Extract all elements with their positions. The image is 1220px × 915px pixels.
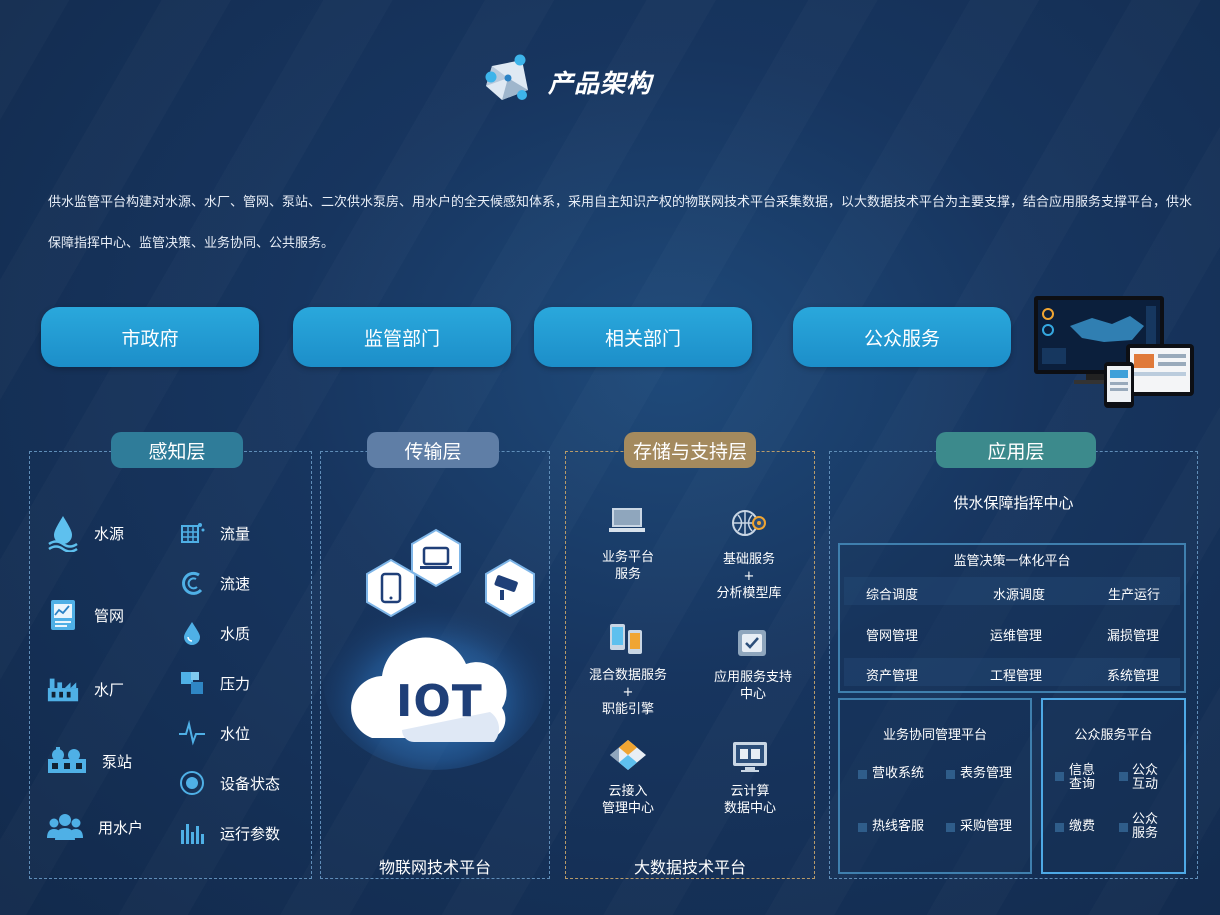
bullet-marker <box>1119 823 1128 832</box>
perception-item-pump-station: 泵站 <box>46 744 132 778</box>
pulse-line-icon <box>178 716 206 750</box>
mobile-devices-icon <box>610 624 642 654</box>
water-drop-icon <box>46 516 80 552</box>
bullet-marker <box>858 823 867 832</box>
perception-label: 水源 <box>94 524 125 543</box>
command-center-label: 供水保障指挥中心 <box>953 494 1074 512</box>
metric-label: 压力 <box>220 674 251 693</box>
public-item-interaction[interactable]: 公众 互动 <box>1132 763 1159 792</box>
metric-label: 水质 <box>220 624 251 643</box>
bullet-marker <box>1055 772 1064 781</box>
perception-metric-pressure: 压力 <box>178 666 250 700</box>
metric-label: 水位 <box>220 724 251 743</box>
perception-metric-water-level: 水位 <box>178 716 250 750</box>
data-center-monitor-icon <box>733 742 767 772</box>
bullet-marker <box>946 823 955 832</box>
decision-cell-engineering[interactable]: 工程管理 <box>989 669 1042 684</box>
pressure-blocks-icon <box>178 666 206 700</box>
public-platform-title: 公众服务平台 <box>1074 728 1153 743</box>
bigdata-platform-label: 大数据技术平台 <box>633 858 746 877</box>
intro-text: 供水监管平台构建对水源、水厂、管网、泵站、二次供水泵房、用水户的全天候感知体系，… <box>48 195 1193 251</box>
public-item-payment[interactable]: 缴费 <box>1069 819 1096 834</box>
decision-cell-network-management[interactable]: 管网管理 <box>865 629 918 644</box>
bullet-marker <box>858 770 867 779</box>
bullet-marker <box>1119 772 1128 781</box>
water-drop-icon <box>178 616 206 650</box>
tablet-chart-icon <box>46 598 80 632</box>
iot-platform-label: 物联网技术平台 <box>378 858 491 877</box>
collab-platform-box <box>838 698 1032 874</box>
perception-metric-velocity: 流速 <box>178 566 250 600</box>
stakeholder-city-government[interactable]: 市政府 <box>41 307 259 367</box>
wave-swirl-icon <box>178 566 206 600</box>
public-item-public-service[interactable]: 公众 服务 <box>1132 812 1159 841</box>
flow-meter-icon <box>178 516 206 550</box>
iot-cloud-illustration <box>323 528 547 770</box>
factory-icon <box>46 672 80 706</box>
product-logo-icon <box>485 54 528 100</box>
decision-row-bg <box>844 577 1180 605</box>
page-title: 产品架构 <box>548 69 653 98</box>
decision-cell-system[interactable]: 系统管理 <box>1106 669 1159 684</box>
transport-layer-tab[interactable]: 传输层 <box>367 432 499 468</box>
perception-metric-quality: 水质 <box>178 616 250 650</box>
perception-metric-device-status: 设备状态 <box>178 766 280 800</box>
checkbox-icon <box>738 630 766 656</box>
laptop-icon <box>609 508 645 532</box>
decision-platform-title: 监管决策一体化平台 <box>953 554 1071 569</box>
devices-mockup-image <box>1034 296 1194 408</box>
pump-station-icon <box>46 744 88 778</box>
globe-gear-icon <box>732 510 766 536</box>
collab-platform-title: 业务协同管理平台 <box>882 728 987 743</box>
collab-item-revenue[interactable]: 营收系统 <box>872 766 925 781</box>
perception-item-pipe-network: 管网 <box>46 598 124 632</box>
public-item-info-query[interactable]: 信息 查询 <box>1069 763 1096 792</box>
status-gauge-icon <box>178 766 206 800</box>
decision-row-bg <box>844 658 1180 686</box>
perception-label: 用水户 <box>98 818 144 837</box>
public-platform-box <box>1041 698 1186 874</box>
perception-item-water-plant: 水厂 <box>46 672 124 706</box>
storage-item-app-support-center: 应用服务支持 中心 <box>713 670 792 702</box>
storage-item-basic-services: 基础服务 + 分析模型库 <box>716 552 782 601</box>
perception-label: 泵站 <box>102 752 133 771</box>
storage-item-cloud-data-center: 云计算 数据中心 <box>723 784 776 816</box>
iot-text: IOT <box>396 676 483 727</box>
decision-platform-box <box>838 543 1186 693</box>
collab-item-meter[interactable]: 表务管理 <box>960 766 1013 781</box>
decision-cell-source-dispatch[interactable]: 水源调度 <box>992 588 1045 603</box>
stakeholder-regulator[interactable]: 监管部门 <box>293 307 511 367</box>
stakeholder-related-departments[interactable]: 相关部门 <box>534 307 752 367</box>
decision-cell-assets[interactable]: 资产管理 <box>865 669 918 684</box>
metric-label: 运行参数 <box>220 824 281 843</box>
users-group-icon <box>46 810 84 844</box>
stakeholder-public-service[interactable]: 公众服务 <box>793 307 1011 367</box>
perception-metric-operating-params: 运行参数 <box>178 816 280 850</box>
metric-label: 流速 <box>220 574 251 593</box>
decision-cell-integrated-dispatch[interactable]: 综合调度 <box>865 588 918 603</box>
metric-label: 设备状态 <box>220 774 281 793</box>
perception-metric-flow: 流量 <box>178 516 250 550</box>
perception-layer-tab[interactable]: 感知层 <box>111 432 243 468</box>
decision-cell-leakage[interactable]: 漏损管理 <box>1106 629 1159 644</box>
cloud-access-icon <box>610 740 646 770</box>
storage-item-business-platform: 业务平台 服务 <box>601 550 654 582</box>
collab-item-procurement[interactable]: 采购管理 <box>960 819 1013 834</box>
decision-cell-maintenance[interactable]: 运维管理 <box>989 629 1042 644</box>
perception-label: 管网 <box>94 606 125 625</box>
perception-label: 水厂 <box>94 680 125 699</box>
bullet-marker <box>1055 823 1064 832</box>
bar-chart-icon <box>178 816 206 850</box>
storage-item-hybrid-data: 混合数据服务 + 职能引擎 <box>588 668 667 717</box>
perception-item-water-source: 水源 <box>46 516 125 552</box>
decision-cell-production[interactable]: 生产运行 <box>1107 588 1160 603</box>
storage-item-cloud-access: 云接入 管理中心 <box>601 784 654 816</box>
collab-item-hotline[interactable]: 热线客服 <box>872 819 925 834</box>
application-layer-tab[interactable]: 应用层 <box>936 432 1096 468</box>
bullet-marker <box>946 770 955 779</box>
metric-label: 流量 <box>220 524 251 543</box>
perception-item-water-users: 用水户 <box>46 810 143 844</box>
storage-layer-tab[interactable]: 存储与支持层 <box>624 432 756 468</box>
